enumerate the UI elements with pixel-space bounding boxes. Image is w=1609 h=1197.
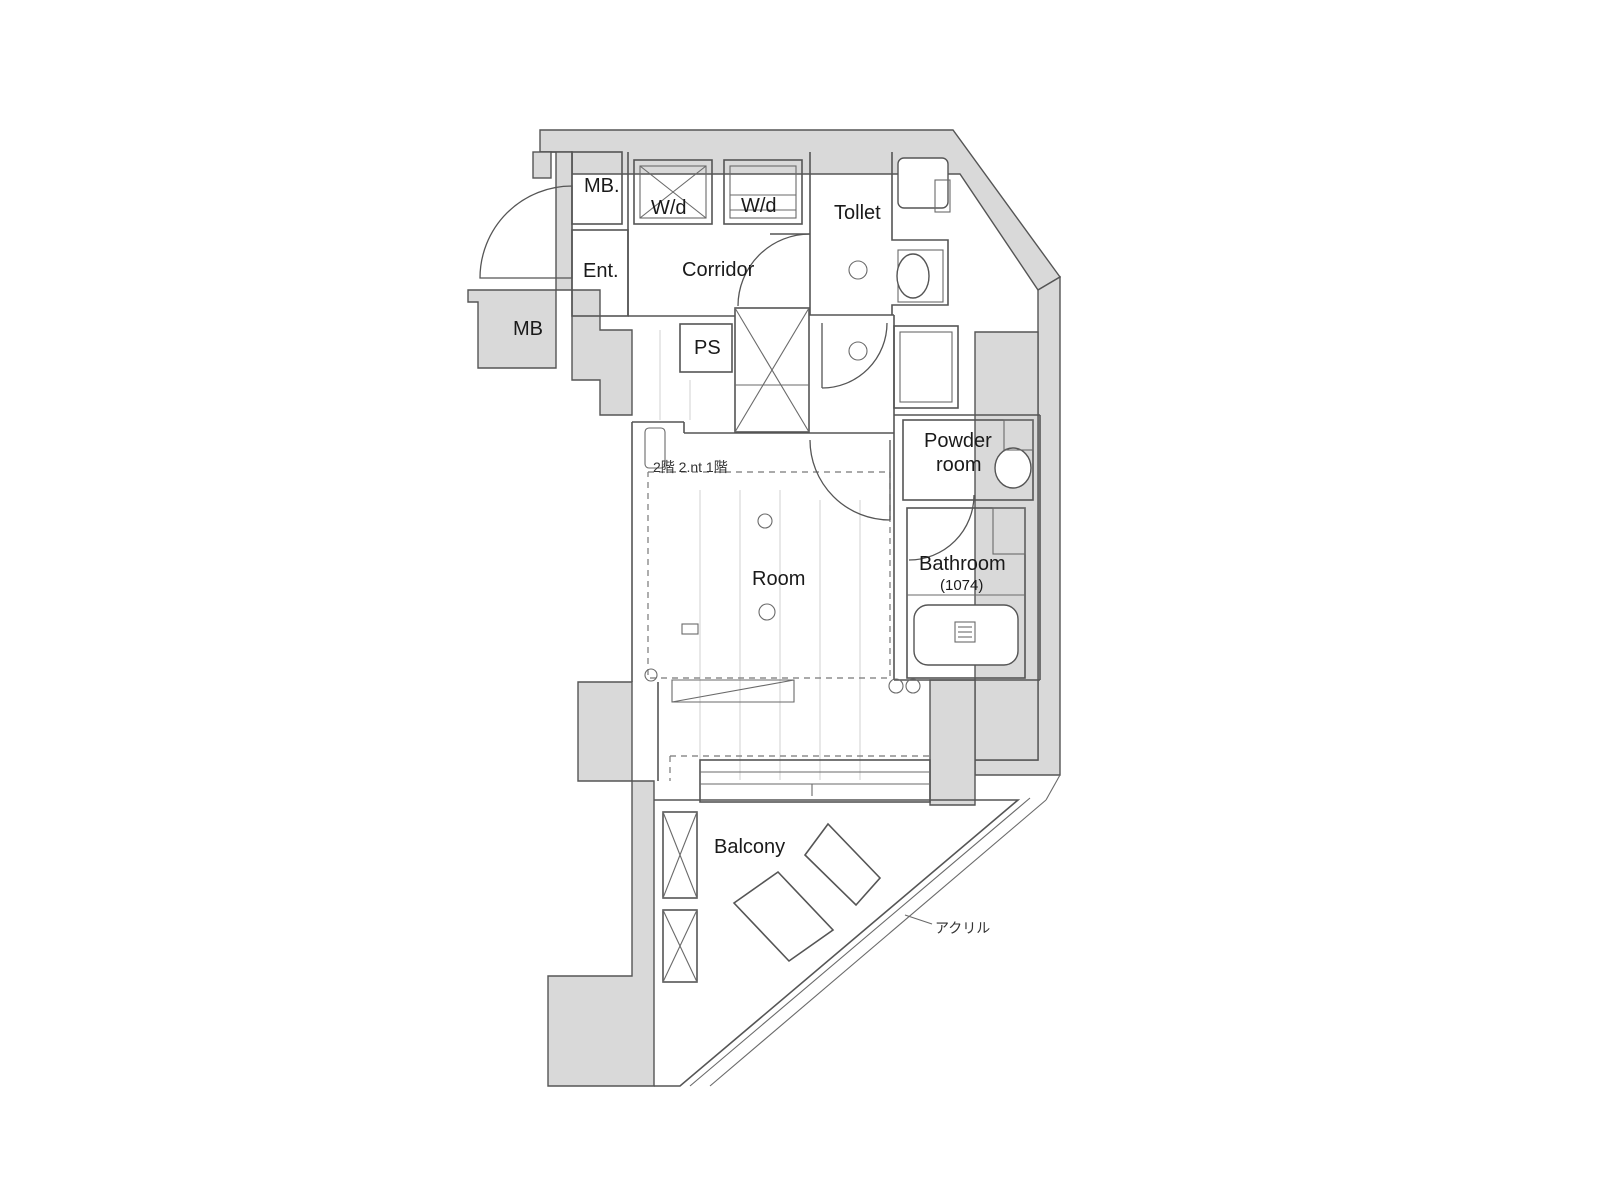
label-mb-outside: MB — [513, 318, 543, 340]
corridor-door — [737, 233, 811, 307]
label-bathroom-size: (1074) — [940, 577, 983, 594]
label-room: Room — [752, 568, 805, 590]
utility-door — [821, 322, 888, 389]
label-bathroom: Bathroom — [919, 553, 1006, 575]
room-labels: MB. W/d W/d Tollet Ent. Corridor MB PS P… — [513, 175, 1006, 936]
label-wd-left: W/d — [651, 197, 687, 219]
wall-left-lower — [547, 780, 655, 1087]
wall-left-mid — [571, 289, 633, 416]
floor-texture — [659, 330, 861, 780]
label-wd-right: W/d — [741, 195, 777, 217]
label-acrylic: アクリル — [935, 920, 990, 936]
label-corridor: Corridor — [682, 259, 755, 281]
room-door — [809, 439, 891, 521]
column-left — [577, 681, 633, 782]
entry-door — [479, 185, 573, 279]
wall-stub — [532, 151, 552, 179]
door-swings — [479, 185, 975, 561]
label-balcony: Balcony — [714, 836, 785, 858]
label-entrance: Ent. — [583, 260, 619, 282]
wall-room-bottom-right — [929, 679, 976, 806]
label-toilet: Tollet — [834, 202, 881, 224]
partitions — [571, 151, 1041, 983]
column-right — [974, 331, 1039, 761]
ceiling-note: 2階 2.nt 1階 — [653, 459, 728, 475]
bath-door — [908, 494, 975, 561]
label-powder-room-1: Powder — [924, 430, 992, 452]
label-ps: PS — [694, 337, 721, 359]
wall-mb-outside — [467, 289, 557, 369]
label-powder-room-2: room — [936, 454, 982, 476]
balcony-boundary — [654, 774, 1061, 1087]
label-mb-top: MB. — [584, 175, 620, 197]
